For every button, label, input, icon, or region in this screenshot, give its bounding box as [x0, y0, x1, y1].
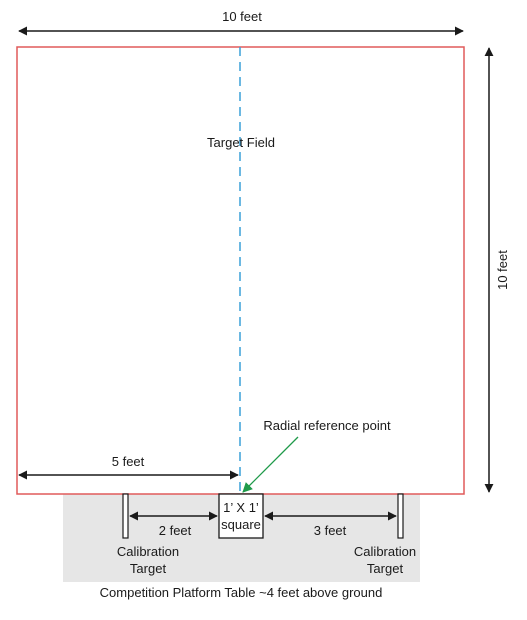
target-field-label: Target Field — [207, 135, 275, 150]
square-label-line1: 1’ X 1’ — [223, 500, 259, 515]
platform-caption: Competition Platform Table ~4 feet above… — [100, 585, 383, 600]
square-label-line2: square — [221, 517, 261, 532]
radial-reference-pointer — [242, 436, 299, 493]
two-feet-label: 2 feet — [159, 523, 192, 538]
reference-square — [218, 493, 264, 539]
top-width-label: 10 feet — [222, 9, 262, 24]
calibration-right-label-line1: Calibration — [354, 544, 416, 559]
calibration-left-label-line2: Target — [130, 561, 167, 576]
calibration-left-label-line1: Calibration — [117, 544, 179, 559]
calibration-target-left — [122, 493, 129, 539]
three-feet-label: 3 feet — [314, 523, 347, 538]
right-height-label: 10 feet — [495, 250, 510, 290]
radial-reference-label: Radial reference point — [263, 418, 391, 433]
five-feet-label: 5 feet — [112, 454, 145, 469]
calibration-right-label-line2: Target — [367, 561, 404, 576]
calibration-target-right — [397, 493, 404, 539]
